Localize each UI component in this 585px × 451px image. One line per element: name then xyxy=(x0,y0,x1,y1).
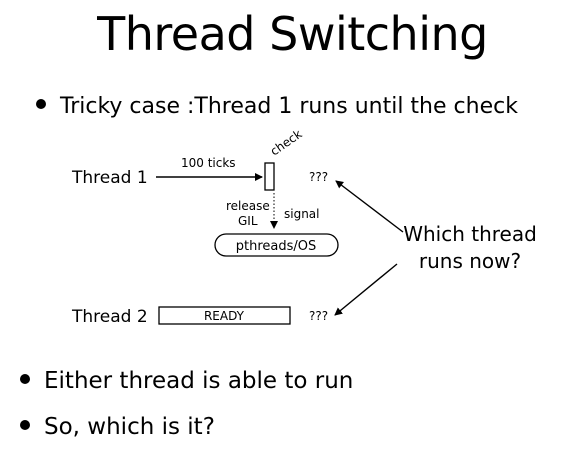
bullet-item-tricky-case: Tricky case :Thread 1 runs until the che… xyxy=(36,92,518,122)
bullet-text: So, which is it? xyxy=(44,414,215,440)
ready-box xyxy=(158,306,291,325)
ready-label: READY xyxy=(204,309,245,323)
question-arrow-up xyxy=(335,180,404,233)
question-line-1: Which thread xyxy=(403,222,537,246)
bullet-item-which-is-it: So, which is it? xyxy=(20,412,215,442)
signal-label: signal xyxy=(284,207,320,221)
question-arrow-down xyxy=(334,263,398,316)
thread1-label: Thread 1 xyxy=(71,168,148,188)
thread2-label: Thread 2 xyxy=(71,307,148,327)
pthreads-os-label: pthreads/OS xyxy=(236,239,317,254)
question-line-2: runs now? xyxy=(419,249,521,273)
bullet-item-either-thread: Either thread is able to run xyxy=(20,366,353,396)
gil-label: GIL xyxy=(238,214,258,228)
pthreads-os-box xyxy=(214,233,339,257)
bullet-text: Tricky case :Thread 1 runs until the che… xyxy=(60,94,518,119)
check-label: check xyxy=(268,127,305,159)
ticks-label: 100 ticks xyxy=(181,156,236,170)
unknown-thread1-label: ??? xyxy=(309,170,328,184)
bullet-dot-icon xyxy=(20,373,30,384)
check-box xyxy=(264,162,275,191)
unknown-thread2-label: ??? xyxy=(309,309,328,323)
bullet-dot-icon xyxy=(36,99,46,109)
release-label: release xyxy=(226,199,270,213)
slide-title: Thread Switching xyxy=(97,7,488,61)
bullet-dot-icon xyxy=(20,419,30,430)
bullet-text: Either thread is able to run xyxy=(44,368,354,394)
